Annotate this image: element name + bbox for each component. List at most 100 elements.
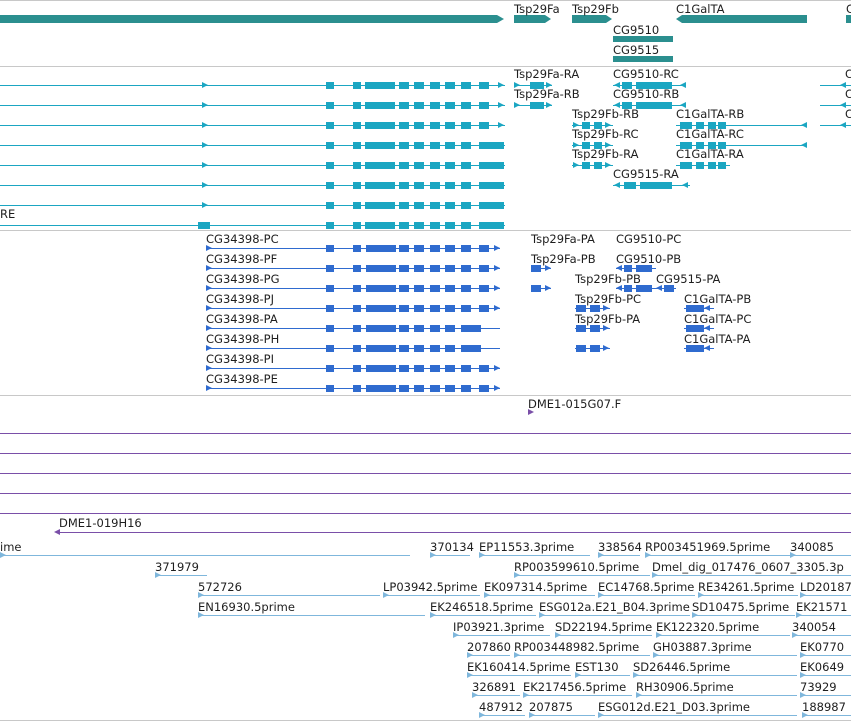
strand-arrow-right <box>206 305 212 311</box>
est-label[interactable]: ESG012a.E21_B04.3prime <box>539 600 690 614</box>
gene-label[interactable]: C1GalTA <box>676 2 725 16</box>
transcript-label[interactable]: CG9510-RC <box>613 67 679 81</box>
exon-block <box>636 82 672 89</box>
est-label[interactable]: 340085 <box>790 540 834 554</box>
est-label[interactable]: EC14768.5prime <box>598 580 695 594</box>
transcript-label[interactable]: Tsp29Fa-RA <box>514 67 580 81</box>
est-label[interactable]: 207875 <box>529 700 573 714</box>
est-label[interactable]: LD20187 <box>800 580 851 594</box>
exon-block <box>414 202 424 209</box>
gene-label[interactable]: CG9510 <box>613 23 660 37</box>
clone-label[interactable]: DME1-019H16 <box>59 516 142 530</box>
est-label[interactable]: 338564 <box>598 540 642 554</box>
est-label[interactable]: SD10475.5prime <box>692 600 790 614</box>
exon-block <box>399 245 409 252</box>
est-label[interactable]: EK217456.5prime <box>523 680 627 694</box>
strand-arrow-right <box>494 365 500 371</box>
cds-label[interactable]: CG34398-PF <box>206 252 278 266</box>
est-label[interactable]: EK0649 <box>800 660 845 674</box>
exon-block <box>353 245 361 252</box>
transcript-label[interactable]: RE <box>0 207 16 221</box>
cds-label[interactable]: C1GalTA-PB <box>684 292 752 306</box>
cds-label[interactable]: CG34398-PC <box>206 232 279 246</box>
est-label[interactable]: EK21571 <box>796 600 848 614</box>
cds-label[interactable]: Tsp29Fb-PA <box>575 312 641 326</box>
est-label[interactable]: EN16930.5prime <box>198 600 295 614</box>
gene-label[interactable]: C <box>846 2 851 16</box>
exon-block <box>680 162 692 169</box>
exon-block <box>445 82 455 89</box>
transcript-label[interactable]: CG9510-RB <box>613 87 680 101</box>
est-label[interactable]: Dmel_dig_017476_0607_3305.3p <box>652 560 844 574</box>
est-label[interactable]: 188987 <box>802 700 846 714</box>
est-label[interactable]: ESG012d.E21_D03.3prime <box>598 700 750 714</box>
est-label[interactable]: 370134 <box>430 540 474 554</box>
est-label[interactable]: 326891 <box>472 680 516 694</box>
est-marker <box>484 592 490 598</box>
exon-block <box>445 385 455 392</box>
cds-label[interactable]: CG34398-PH <box>206 332 280 346</box>
est-label[interactable]: 340054 <box>792 620 836 634</box>
est-label[interactable]: 73929 <box>800 680 837 694</box>
est-label[interactable]: LP03942.5prime <box>383 580 478 594</box>
cds-label[interactable]: CG9515-PA <box>656 272 721 286</box>
est-label[interactable]: EK246518.5prime <box>430 600 534 614</box>
est-label[interactable]: RP003448982.5prime <box>514 640 640 654</box>
cds-label[interactable]: CG34398-PI <box>206 352 275 366</box>
exon-block <box>326 305 334 312</box>
est-label[interactable]: RH30906.5prime <box>636 680 734 694</box>
cds-label[interactable]: CG9510-PB <box>616 252 682 266</box>
est-label[interactable]: ime <box>0 540 22 554</box>
cds-label[interactable]: CG34398-PE <box>206 372 278 386</box>
transcript-label[interactable]: C1GalTA-RC <box>676 127 744 141</box>
est-label[interactable]: EK160414.5prime <box>467 660 571 674</box>
cds-label[interactable]: C1GalTA-PC <box>684 312 752 326</box>
est-label[interactable]: RE34261.5prime <box>698 580 795 594</box>
gene-label[interactable]: CG9515 <box>613 43 660 57</box>
transcript-label[interactable]: C1GalTA-RA <box>676 147 744 161</box>
est-label[interactable]: SD22194.5prime <box>555 620 653 634</box>
est-label[interactable]: 207860 <box>467 640 511 654</box>
est-label[interactable]: EK097314.5prime <box>484 580 588 594</box>
est-label[interactable]: 487912 <box>479 700 523 714</box>
transcript-label[interactable]: C <box>845 87 851 101</box>
est-label[interactable]: RP003451969.5prime <box>645 540 771 554</box>
cds-label[interactable]: Tsp29Fa-PB <box>531 252 596 266</box>
transcript-label[interactable]: C <box>845 67 851 81</box>
strand-arrow-right <box>498 122 504 128</box>
est-marker <box>467 672 473 678</box>
est-label[interactable]: SD26446.5prime <box>633 660 731 674</box>
cds-label[interactable]: CG9510-PC <box>616 232 682 246</box>
gene-label[interactable]: Tsp29Fb <box>572 2 619 16</box>
transcript-label[interactable]: C1GalTA-RB <box>676 107 745 121</box>
est-label[interactable]: EK0770 <box>800 640 845 654</box>
gene-label[interactable]: Tsp29Fa <box>514 2 560 16</box>
est-marker <box>598 552 604 558</box>
cds-label[interactable]: Tsp29Fa-PA <box>531 232 595 246</box>
transcript-label[interactable]: C <box>845 107 851 121</box>
transcript-label[interactable]: CG9515-RA <box>613 167 679 181</box>
cds-label[interactable]: Tsp29Fb-PB <box>575 272 641 286</box>
est-label[interactable]: EST130 <box>575 660 619 674</box>
est-label[interactable]: EP11553.3prime <box>479 540 575 554</box>
est-label[interactable]: RP003599610.5prime <box>514 560 640 574</box>
cds-label[interactable]: CG34398-PJ <box>206 292 275 306</box>
est-label[interactable]: 572726 <box>198 580 242 594</box>
transcript-label[interactable]: Tsp29Fa-RB <box>514 87 580 101</box>
transcript-label[interactable]: Tsp29Fb-RA <box>572 147 639 161</box>
exon-block <box>430 222 440 229</box>
exon-block <box>326 285 334 292</box>
cds-label[interactable]: C1GalTA-PA <box>684 332 751 346</box>
transcript-label[interactable]: Tsp29Fb-RB <box>572 107 639 121</box>
est-label[interactable]: GH03887.3prime <box>653 640 752 654</box>
transcript-label[interactable]: Tsp29Fb-RC <box>572 127 639 141</box>
cds-label[interactable]: Tsp29Fb-PC <box>575 292 642 306</box>
cds-label[interactable]: CG34398-PG <box>206 272 280 286</box>
est-label[interactable]: IP03921.3prime <box>453 620 545 634</box>
cds-label[interactable]: CG34398-PA <box>206 312 278 326</box>
clone-label[interactable]: DME1-015G07.F <box>528 397 622 411</box>
est-label[interactable]: EK122320.5prime <box>656 620 760 634</box>
est-label[interactable]: 371979 <box>155 560 199 574</box>
strand-arrow-right <box>202 122 208 128</box>
